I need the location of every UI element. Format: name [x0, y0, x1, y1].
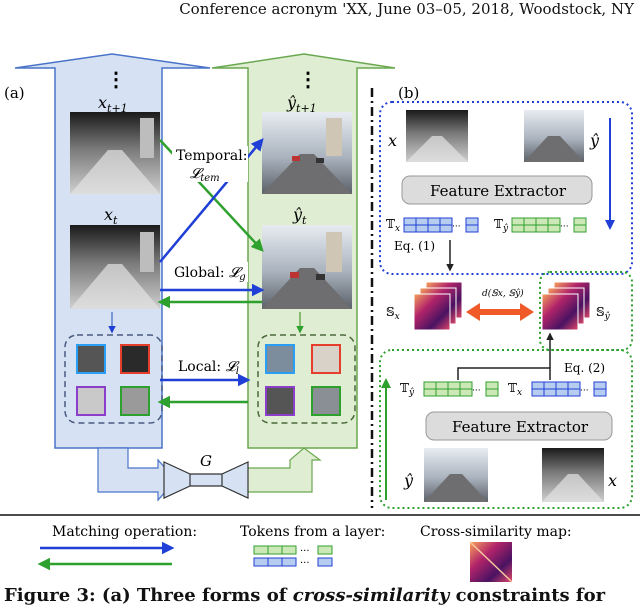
source-patch-1: [76, 344, 106, 374]
generated-patch-2: [311, 344, 341, 374]
tokens-y-bottom-dots: ···: [472, 386, 481, 396]
sy-label: 𝕊ŷ: [596, 305, 611, 322]
panel-b-label: (b): [398, 84, 419, 102]
tokens-y-top: [511, 217, 587, 233]
generated-ellipsis: ⋮: [298, 67, 318, 91]
legend-cross-similarity-label: Cross-similarity map:: [420, 524, 572, 540]
source-frame-next: [70, 112, 160, 194]
feature-extractor-top-label: Feature Extractor: [430, 182, 567, 200]
feature-extractor-top: [401, 175, 593, 205]
source-patch-2: [120, 344, 150, 374]
source-next-label: xt+1: [98, 93, 128, 115]
page-header: Conference acronym 'XX, June 03–05, 2018…: [179, 0, 634, 18]
local-label: Local: 𝓛l: [178, 359, 240, 377]
source-current-label: xt: [104, 205, 118, 227]
legend-matching-label: Matching operation:: [52, 524, 197, 540]
tokens-x-top: [403, 217, 479, 233]
feature-extractor-bottom-label: Feature Extractor: [452, 418, 589, 436]
tokens-x-bottom-dots: ···: [580, 386, 589, 396]
tokens-x-top-dots: ···: [452, 222, 461, 232]
x-label-bottom: x: [608, 471, 617, 490]
tokens-y-bottom: [423, 381, 499, 397]
x-image-top: [406, 110, 468, 162]
generated-frame-current: [262, 225, 352, 309]
generated-patch-group: [257, 334, 356, 424]
source-patch-3: [76, 386, 106, 416]
sy-map-stack: [541, 281, 591, 331]
generator-icon: [163, 461, 249, 499]
sx-map-stack: [413, 281, 463, 331]
source-frame-current: [70, 225, 160, 309]
y-image-bottom: [424, 448, 488, 502]
eq1-label: Eq. (1): [394, 239, 435, 253]
distance-label: d(𝕊x, 𝕊ŷ): [482, 288, 524, 299]
tokens-y-top-dots: ···: [560, 222, 569, 232]
generated-patch-1: [265, 344, 295, 374]
tokens-x-bottom: [531, 381, 607, 397]
y-image-top: [524, 110, 584, 162]
legend-heat-diagonal: [469, 541, 513, 583]
sx-label: 𝕊x: [386, 305, 400, 322]
legend-tokens-label: Tokens from a layer:: [240, 524, 385, 540]
generated-patch-3: [265, 386, 295, 416]
generated-current-label: ŷt: [292, 205, 307, 227]
temporal-label: Temporal:: [176, 148, 247, 164]
figure-caption: Figure 3: (a) Three forms of cross-simil…: [4, 585, 606, 606]
distance-arrow-heads: [466, 303, 534, 321]
source-patch-4: [120, 386, 150, 416]
eq2-label: Eq. (2): [564, 361, 605, 375]
green-branch-box-top: [539, 271, 633, 351]
panel-a-label: (a): [4, 84, 25, 102]
y-label-bottom: ŷ: [403, 471, 414, 490]
legend-tokens-dots-1: ···: [300, 546, 310, 557]
global-label-bg: [172, 262, 248, 282]
temporal-label-bg: [172, 146, 248, 182]
ty-label-top: 𝕋ŷ: [494, 217, 509, 234]
tx-label-top: 𝕋x: [386, 217, 400, 234]
x-image-bottom: [542, 448, 604, 502]
tx-label-bottom: 𝕋x: [508, 381, 522, 398]
global-label: Global: 𝓛g: [174, 265, 246, 283]
legend-tokens-icon: [253, 545, 333, 567]
generated-next-label: ŷt+1: [286, 93, 317, 115]
generator-output-arrow: [241, 447, 322, 493]
legend-tokens-dots-2: ···: [300, 558, 310, 569]
source-ellipsis: ⋮: [106, 67, 126, 91]
feature-extractor-bottom: [425, 411, 613, 441]
ty-label-bottom: 𝕋ŷ: [400, 381, 415, 398]
generator-label: G: [200, 452, 212, 470]
x-label-top: x: [388, 131, 397, 150]
eq2-bracket: [457, 367, 551, 380]
y-label-top: ŷ: [589, 131, 600, 150]
generated-frame-next: [262, 112, 352, 194]
blue-branch-box: [379, 101, 633, 275]
generated-patch-4: [311, 386, 341, 416]
